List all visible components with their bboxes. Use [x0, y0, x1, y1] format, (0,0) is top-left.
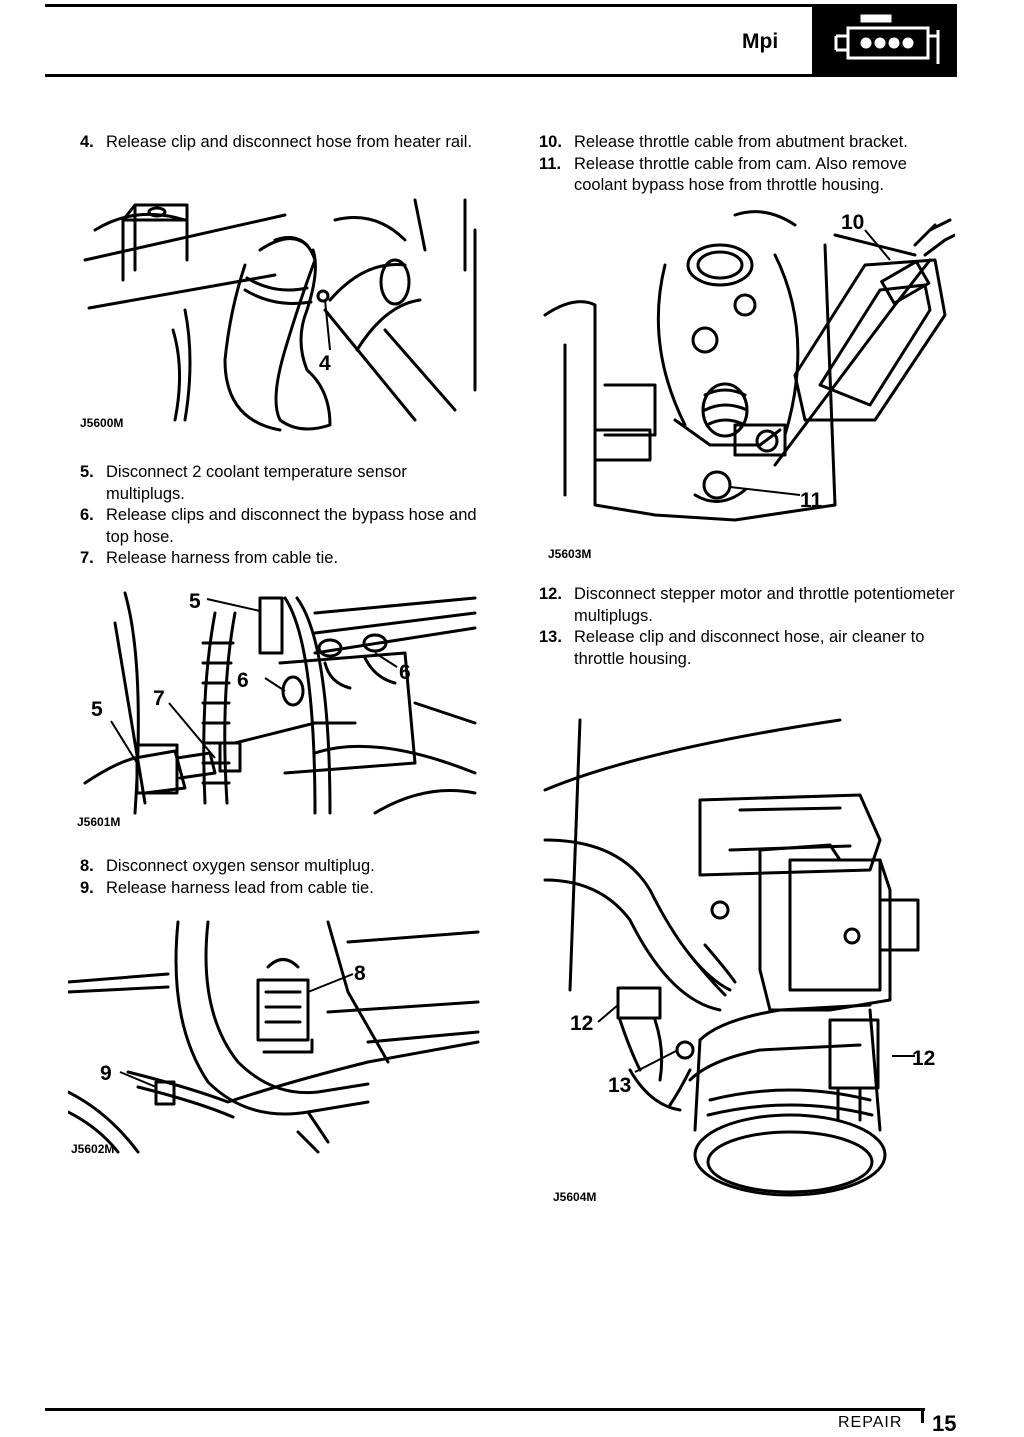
callout-6-left: 6: [237, 669, 249, 692]
callout-12-left: 12: [570, 1012, 593, 1035]
figure-j5600m: 4: [83, 198, 477, 432]
page-title: Mpi: [742, 30, 779, 53]
steps-list-d: 10. Release throttle cable from abutment …: [539, 132, 959, 197]
step-item: 5. Disconnect 2 coolant temperature senso…: [80, 462, 480, 505]
step-number: 9.: [80, 878, 94, 897]
steps-list-e: 12. Disconnect stepper motor and throttle…: [539, 584, 959, 670]
steps-list-b: 5. Disconnect 2 coolant temperature senso…: [80, 462, 480, 570]
step-item: 12. Disconnect stepper motor and throttle…: [539, 584, 959, 627]
figure-j5603m: 10 11: [543, 210, 955, 522]
header-badge: [812, 6, 957, 76]
step-item: 4. Release clip and disconnect hose from …: [80, 132, 480, 154]
step-text: Release clip and disconnect hose, air cl…: [574, 628, 925, 668]
callout-9: 9: [100, 1062, 112, 1085]
step-text: Disconnect stepper motor and throttle po…: [574, 585, 955, 625]
callout-5-left: 5: [91, 698, 103, 721]
step-number: 4.: [80, 133, 94, 151]
steps-list-c: 8. Disconnect oxygen sensor multiplug. 9.…: [80, 856, 480, 899]
page-number: 15: [932, 1411, 957, 1436]
footer-divider: [921, 1408, 924, 1423]
step-text: Release throttle cable from cam. Also re…: [574, 154, 907, 195]
figure-label-j5601m: J5601M: [77, 815, 121, 829]
step-text: Release throttle cable from abutment bra…: [574, 133, 908, 151]
step-item: 13. Release clip and disconnect hose, air…: [539, 627, 959, 670]
step-text: Release harness from cable tie.: [106, 549, 339, 567]
callout-11: 11: [800, 489, 823, 512]
step-text: Release harness lead from cable tie.: [106, 878, 374, 897]
step-item: 8. Disconnect oxygen sensor multiplug.: [80, 856, 480, 878]
step-number: 7.: [80, 549, 94, 567]
figure-label-j5603m: J5603M: [548, 547, 592, 561]
figure-label-j5602m: J5602M: [71, 1142, 115, 1156]
step-item: 10. Release throttle cable from abutment …: [539, 132, 959, 154]
callout-8: 8: [354, 962, 366, 985]
step-item: 6. Release clips and disconnect the bypas…: [80, 505, 480, 548]
step-number: 11.: [539, 154, 562, 173]
callout-6-right: 6: [399, 661, 411, 684]
figure-j5602m: 8 9: [68, 920, 480, 1154]
step-text: Disconnect 2 coolant temperature sensor …: [106, 463, 407, 503]
figure-j5601m: 5 5 7 6 6: [83, 590, 477, 815]
callout-13: 13: [608, 1074, 631, 1097]
step-text: Release clip and disconnect hose from he…: [106, 133, 472, 151]
step-number: 10.: [539, 133, 562, 151]
footer-rule: [45, 1408, 925, 1411]
figure-label-j5600m: J5600M: [80, 416, 124, 430]
step-number: 5.: [80, 463, 94, 481]
step-item: 11. Release throttle cable from cam. Also…: [539, 154, 959, 197]
step-number: 13.: [539, 628, 562, 646]
callout-10: 10: [841, 211, 864, 234]
step-number: 6.: [80, 506, 94, 524]
callout-12-right: 12: [912, 1047, 935, 1070]
header-rule-bottom: [45, 74, 957, 77]
engine-icon: [834, 14, 940, 64]
step-text: Disconnect oxygen sensor multiplug.: [106, 857, 375, 875]
step-text: Release clips and disconnect the bypass …: [106, 506, 477, 546]
step-number: 12.: [539, 585, 562, 603]
step-item: 9. Release harness lead from cable tie.: [80, 878, 480, 900]
step-number: 8.: [80, 857, 94, 875]
header-rule-top: [45, 4, 957, 7]
figure-j5604m: 12 12 13: [543, 718, 935, 1197]
steps-list-a: 4. Release clip and disconnect hose from …: [80, 132, 480, 154]
callout-4: 4: [319, 352, 331, 375]
step-item: 7. Release harness from cable tie.: [80, 548, 480, 570]
figure-label-j5604m: J5604M: [553, 1190, 597, 1204]
callout-5-top: 5: [189, 590, 201, 613]
callout-7: 7: [153, 687, 165, 710]
footer-section: REPAIR: [838, 1414, 903, 1431]
